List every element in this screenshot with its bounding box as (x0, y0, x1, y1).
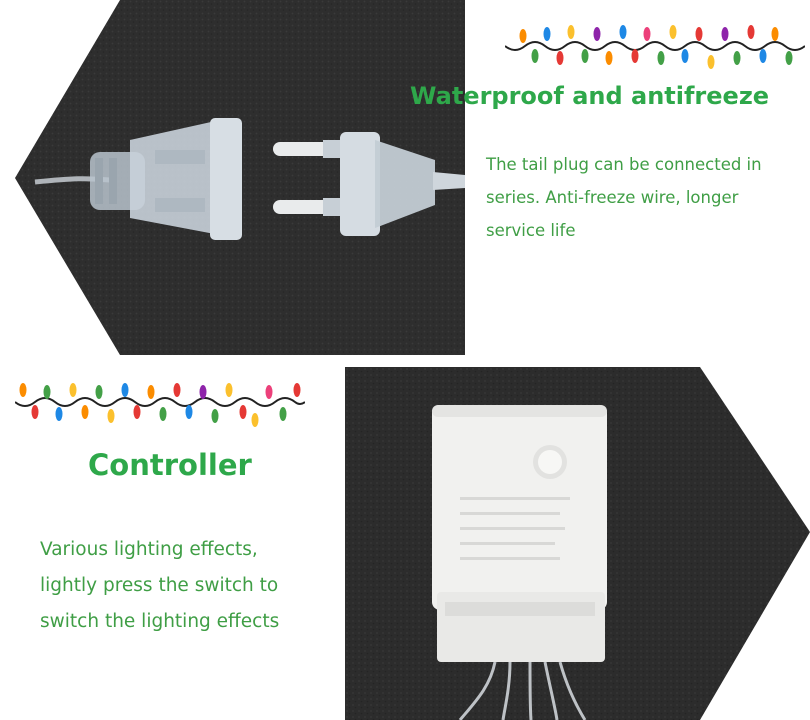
description-line: The tail plug can be connected in (486, 155, 762, 174)
string-lights-icon (505, 25, 805, 69)
description-line: service life (486, 221, 576, 240)
description-line: Various lighting effects, (40, 539, 258, 560)
waterproof-description: The tail plug can be connected in series… (486, 148, 762, 247)
male-plug (273, 132, 465, 236)
string-lights-icon (15, 383, 305, 427)
plug-photo (15, 0, 465, 355)
heading-waterproof: Waterproof and antifreeze (410, 82, 770, 110)
controller-box (432, 405, 607, 662)
controller-photo (345, 367, 810, 720)
description-line: series. Anti-freeze wire, longer (486, 188, 739, 207)
socket-plug (90, 118, 242, 240)
description-line: lightly press the switch to (40, 575, 279, 596)
heading-controller: Controller (88, 448, 252, 482)
description-line: switch the lighting effects (40, 611, 280, 632)
controller-description: Various lighting effects, lightly press … (40, 532, 279, 640)
